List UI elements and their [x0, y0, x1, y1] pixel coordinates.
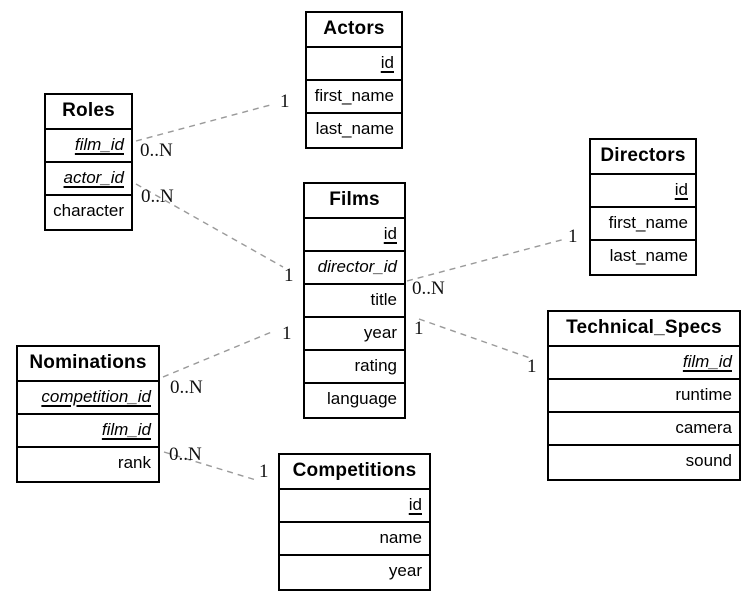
column-first-name: first_name [591, 208, 695, 241]
column-film-id: film_id [549, 347, 739, 380]
cardinality-roles-actors-many: 0..N [140, 140, 173, 161]
column-film-id: film_id [46, 130, 131, 163]
column-title: title [305, 285, 404, 318]
table-actors[interactable]: Actors id first_name last_name [305, 11, 403, 149]
cardinality-nominations-competitions-one: 1 [259, 461, 269, 482]
relationship-nominations-competitions [163, 451, 257, 481]
relationship-roles-actors [135, 103, 275, 142]
table-title: Nominations [18, 347, 158, 382]
cardinality-roles-actors-one: 1 [280, 91, 290, 112]
table-nominations[interactable]: Nominations competition_id film_id rank [16, 345, 160, 483]
relationship-films-technical-specs [418, 318, 531, 359]
column-character: character [53, 201, 124, 220]
column-sound: sound [685, 451, 732, 470]
column-language: language [327, 389, 397, 408]
column-competition-id: competition_id [18, 382, 158, 415]
table-films[interactable]: Films id director_id title year rating l… [303, 182, 406, 419]
table-competitions[interactable]: Competitions id name year [278, 453, 431, 591]
cardinality-nominations-competitions-many: 0..N [169, 444, 202, 465]
relationship-nominations-films [162, 330, 275, 378]
cardinality-films-technical-specs-left: 1 [414, 318, 424, 339]
cardinality-films-technical-specs-right: 1 [527, 356, 537, 377]
table-title: Technical_Specs [549, 312, 739, 347]
cardinality-roles-films-many: 0..N [141, 186, 174, 207]
cardinality-roles-films-one: 1 [284, 265, 294, 286]
column-id: id [591, 175, 695, 208]
cardinality-nominations-films-many: 0..N [170, 377, 203, 398]
table-title: Directors [591, 140, 695, 175]
table-technical-specs[interactable]: Technical_Specs film_id runtime camera s… [547, 310, 741, 481]
cardinality-films-directors-many: 0..N [412, 278, 445, 299]
column-last-name: last_name [609, 246, 688, 265]
column-film-id: film_id [18, 415, 158, 448]
table-title: Roles [46, 95, 131, 130]
table-title: Competitions [280, 455, 429, 490]
table-title: Actors [307, 13, 401, 48]
table-directors[interactable]: Directors id first_name last_name [589, 138, 697, 276]
column-actor-id: actor_id [46, 163, 131, 196]
column-id: id [280, 490, 429, 523]
column-year: year [305, 318, 404, 351]
column-id: id [305, 219, 404, 252]
table-roles[interactable]: Roles film_id actor_id character [44, 93, 133, 231]
column-year: year [388, 561, 422, 580]
column-runtime: runtime [549, 380, 739, 413]
column-name: name [280, 523, 429, 556]
table-title: Films [305, 184, 404, 219]
cardinality-nominations-films-one: 1 [282, 323, 292, 344]
column-last-name: last_name [315, 119, 394, 138]
column-rank: rank [117, 453, 151, 472]
cardinality-films-directors-one: 1 [568, 226, 578, 247]
column-first-name: first_name [307, 81, 401, 114]
column-camera: camera [549, 413, 739, 446]
column-id: id [307, 48, 401, 81]
relationship-films-directors [406, 238, 566, 282]
column-director-id: director_id [305, 252, 404, 285]
column-rating: rating [305, 351, 404, 384]
